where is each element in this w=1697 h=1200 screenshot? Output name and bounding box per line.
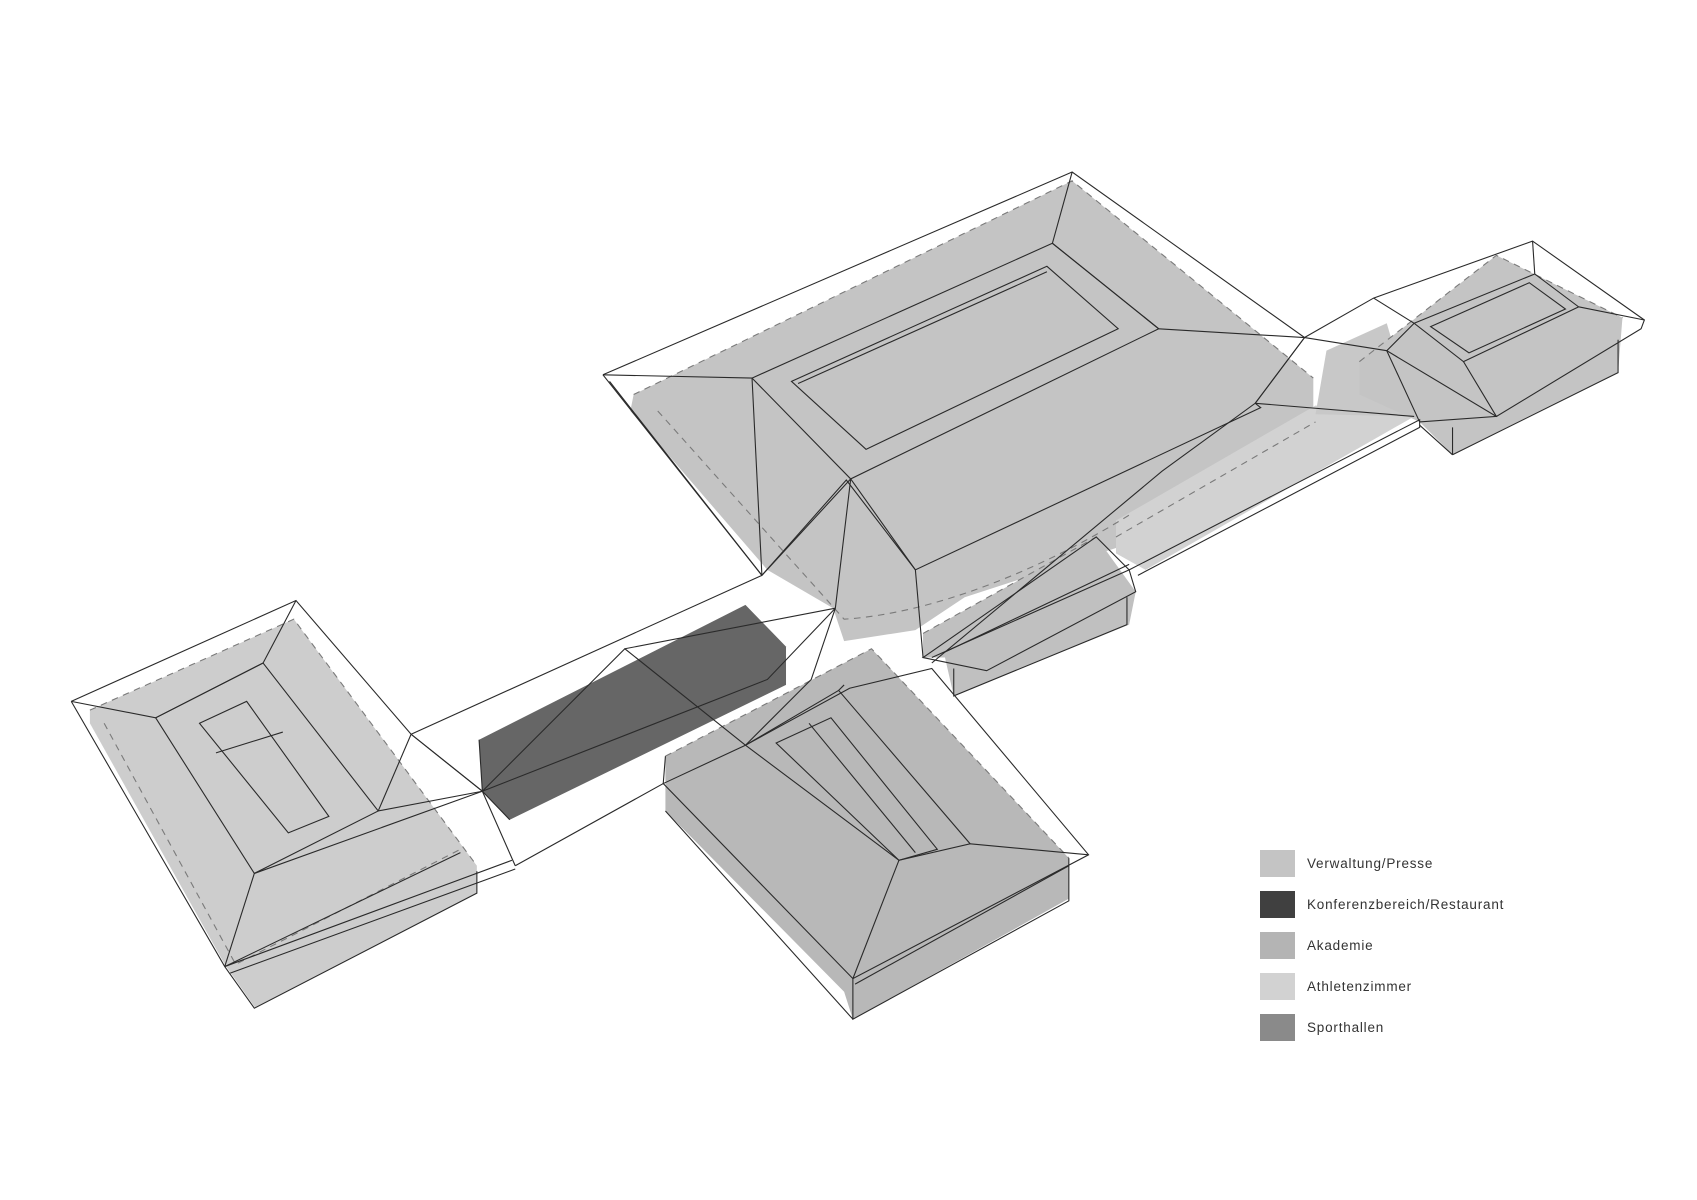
legend-label: Konferenzbereich/Restaurant: [1307, 897, 1505, 912]
dashed-outlines: [89, 180, 1623, 966]
legend-label: Akademie: [1307, 938, 1374, 953]
swatch-athleten: [1260, 973, 1295, 1000]
legend-label: Verwaltung/Presse: [1307, 856, 1434, 871]
south-building: [665, 648, 1069, 1020]
legend-item-akademie: Akademie: [1260, 925, 1504, 966]
swatch-konferenz: [1260, 891, 1295, 918]
main-building: [630, 180, 1415, 642]
legend-item-verwaltung: Verwaltung/Presse: [1260, 843, 1504, 884]
swatch-akademie: [1260, 932, 1295, 959]
legend-label: Athletenzimmer: [1307, 979, 1412, 994]
swatch-sporthallen: [1260, 1014, 1295, 1041]
legend-item-konferenz: Konferenzbereich/Restaurant: [1260, 884, 1504, 925]
legend: Verwaltung/Presse Konferenzbereich/Resta…: [1260, 843, 1504, 1048]
swatch-verwaltung: [1260, 850, 1295, 877]
middle-small-building: [923, 536, 1136, 696]
roof-linework: [70, 171, 1646, 1021]
conference-block: [479, 604, 787, 820]
east-building: [1359, 255, 1623, 455]
legend-item-athleten: Athletenzimmer: [1260, 966, 1504, 1007]
legend-item-sporthallen: Sporthallen: [1260, 1007, 1504, 1048]
west-building: [89, 619, 477, 1009]
legend-label: Sporthallen: [1307, 1020, 1385, 1035]
